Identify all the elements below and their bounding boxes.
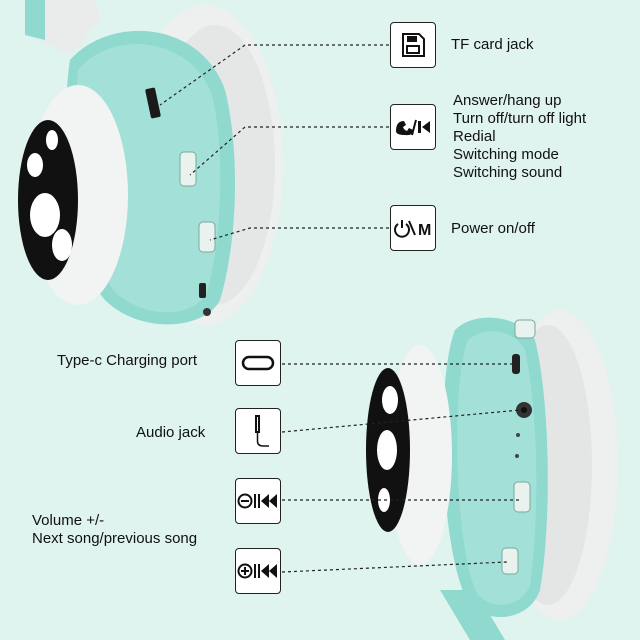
top-headphone	[18, 0, 283, 325]
bottom-headphone	[366, 310, 618, 640]
label-answer-line: Redial	[453, 128, 496, 145]
plus-next-icon	[235, 548, 281, 594]
label-typec: Type-c Charging port	[57, 352, 198, 369]
label-volume-line: Next song/previous song	[32, 530, 198, 547]
label-answer-line: Answer/hang up	[453, 92, 562, 109]
svg-text:M: M	[418, 222, 431, 238]
line-audio	[281, 409, 521, 433]
sd-card-icon	[390, 22, 436, 68]
line-answer	[189, 126, 389, 176]
top-usb-port	[199, 283, 206, 298]
label-answer-group: Answer/hang up Turn off/turn off light R…	[453, 92, 586, 182]
phone-play-pause-icon	[390, 104, 436, 150]
line-tf	[159, 44, 389, 106]
bottom-vol-up-button	[501, 547, 519, 575]
callout-lines	[159, 44, 521, 573]
line-vol-up	[281, 561, 508, 573]
label-answer-line: Switching sound	[453, 164, 563, 181]
label-answer-line: Switching mode	[453, 146, 559, 163]
label-volume-line: Volume +/-	[32, 512, 105, 529]
power-mode-icon: M	[390, 205, 436, 251]
top-power-button	[198, 221, 216, 253]
top-answer-button	[179, 151, 197, 187]
label-answer-line: Turn off/turn off light	[453, 110, 587, 127]
usb-c-port-icon	[235, 340, 281, 386]
top-headband	[40, 0, 100, 55]
label-volume-group: Volume +/- Next song/previous song	[32, 512, 197, 548]
label-tf-card: TF card jack	[451, 36, 534, 53]
top-tf-slot	[145, 87, 161, 119]
minus-previous-icon	[235, 478, 281, 524]
label-power: Power on/off	[451, 220, 535, 237]
bottom-vol-down-button	[513, 481, 531, 513]
label-audio: Audio jack	[136, 424, 206, 441]
bottom-usb-c-port	[512, 354, 520, 374]
line-power	[209, 227, 389, 241]
audio-plug-icon	[235, 408, 281, 454]
